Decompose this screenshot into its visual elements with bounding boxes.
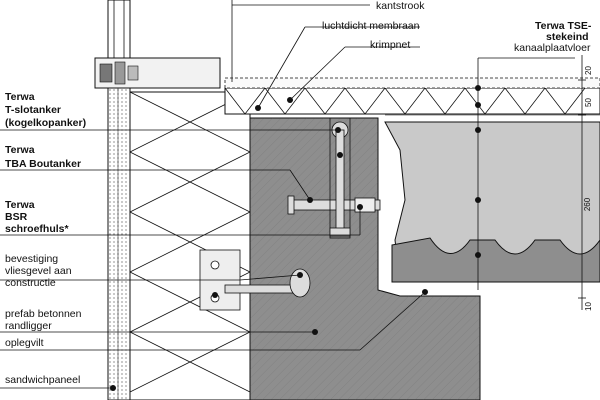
dim-50: 50 [583, 98, 593, 107]
facade-mullion [94, 0, 221, 89]
label-bsr-1: Terwa [5, 199, 35, 211]
label-kantstrook: kantstrook [376, 0, 425, 12]
label-kanaalplaatvloer: kanaalplaatvloer [514, 42, 591, 54]
leader-dots [110, 85, 481, 391]
label-sandwichpaneel: sandwichpaneel [5, 374, 81, 386]
leader-lines [0, 0, 586, 389]
label-tse-title2: stekeind [546, 31, 589, 43]
label-bevest-2: vliesgevel aan [5, 265, 72, 277]
label-prefab-1: prefab betonnen [5, 308, 82, 320]
label-tba-1: Terwa [5, 144, 35, 156]
label-luchtdicht-membraan: luchtdicht membraan [322, 20, 420, 32]
prefab-edge-beam [249, 117, 481, 400]
dim-20: 20 [583, 66, 593, 75]
label-bevest-3: constructie [5, 277, 56, 289]
label-bsr-3: schroefhuls* [5, 223, 69, 235]
label-tba-2: TBA Boutanker [5, 158, 82, 170]
label-krimpnet: krimpnet [370, 39, 411, 51]
dim-10: 10 [583, 302, 593, 311]
t-slot-anchor [329, 117, 351, 239]
label-bsr-2: BSR [5, 211, 28, 223]
hollow-core-slab [384, 114, 600, 283]
label-tslot-2: T-slotanker [5, 104, 62, 116]
sandwich-panel [107, 87, 131, 400]
label-tslot-3: (kogelkopanker) [5, 117, 87, 129]
label-prefab-2: randligger [5, 320, 52, 332]
dim-260: 260 [583, 197, 593, 212]
label-oplegvilt: oplegvilt [5, 337, 44, 349]
floor-insulation [224, 77, 600, 115]
label-bevest-1: bevestiging [5, 253, 59, 265]
label-tse-title: Terwa TSE- [535, 20, 592, 32]
label-tslot-1: Terwa [5, 91, 35, 103]
insulation [129, 91, 251, 400]
